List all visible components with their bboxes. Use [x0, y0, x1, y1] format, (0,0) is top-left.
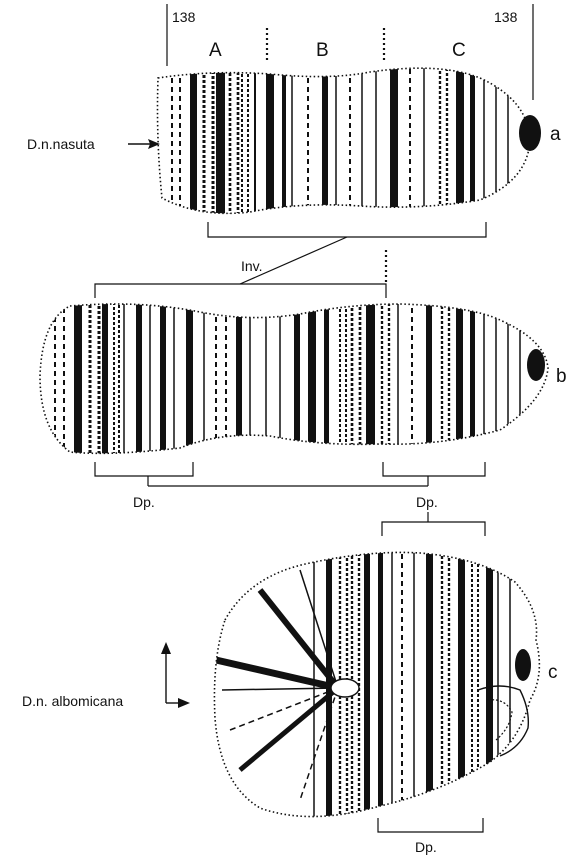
chromocenter: [331, 679, 359, 697]
band-a: [390, 60, 398, 230]
band-b: [426, 290, 432, 470]
band-b: [308, 290, 316, 470]
dp-label-b-right: Dp.: [416, 494, 438, 510]
arrow-right-icon: [128, 139, 160, 149]
band-a: [266, 60, 274, 230]
band-b: [136, 290, 142, 470]
chromocenter-ray: [230, 688, 338, 730]
band-c: [364, 545, 370, 820]
band-a: [204, 60, 213, 230]
band-b: [74, 290, 82, 470]
band-b: [352, 290, 360, 470]
duplication-bracket-c-top: [382, 512, 485, 536]
species-label-nasuta: D.n.nasuta: [27, 136, 95, 152]
marker-138-left: 138: [172, 9, 196, 25]
band-a: [282, 60, 286, 230]
band-b: [236, 290, 242, 470]
dp-label-b-left: Dp.: [133, 494, 155, 510]
band-b: [90, 290, 99, 470]
species-label-albomicana: D.n. albomicana: [22, 693, 123, 709]
corner-arrow-icon: [161, 642, 190, 708]
band-a: [242, 60, 248, 230]
panel-label-c: c: [548, 662, 558, 683]
band-b: [366, 290, 375, 470]
band-a: [216, 60, 225, 230]
band-a: [470, 60, 475, 230]
panel-label-a: a: [550, 124, 561, 145]
section-label-b: B: [316, 40, 329, 61]
inversion-bracket: [95, 222, 486, 298]
band-c: [378, 545, 383, 820]
band-c: [486, 545, 493, 820]
duplication-brackets-b: [95, 462, 485, 486]
chromosome-b: [40, 290, 548, 470]
section-label-c: C: [452, 40, 466, 61]
band-a: [190, 60, 197, 230]
band-b: [186, 290, 193, 470]
marker-138-right: 138: [494, 9, 518, 25]
band-b: [456, 290, 463, 470]
chromosome-c: [214, 545, 539, 820]
dp-label-c: Dp.: [415, 839, 437, 855]
band-b: [442, 290, 449, 470]
band-a: [230, 60, 238, 230]
band-b: [470, 290, 475, 470]
band-b: [114, 290, 119, 470]
band-c: [426, 545, 433, 820]
duplication-bracket-c-bottom: [378, 818, 483, 832]
band-c: [472, 545, 478, 820]
band-b: [294, 290, 300, 470]
chromocenter-ray: [222, 688, 338, 690]
inversion-label: Inv.: [241, 258, 263, 274]
band-b: [160, 290, 166, 470]
band-b: [382, 290, 389, 470]
chromosome-a: [158, 60, 542, 230]
band-a: [456, 60, 464, 230]
band-c: [442, 545, 449, 820]
band-b: [340, 290, 346, 470]
panel-label-b: b: [556, 366, 566, 387]
band-b: [102, 290, 108, 470]
section-label-a: A: [209, 40, 222, 61]
chromocenter-ray: [300, 570, 338, 688]
